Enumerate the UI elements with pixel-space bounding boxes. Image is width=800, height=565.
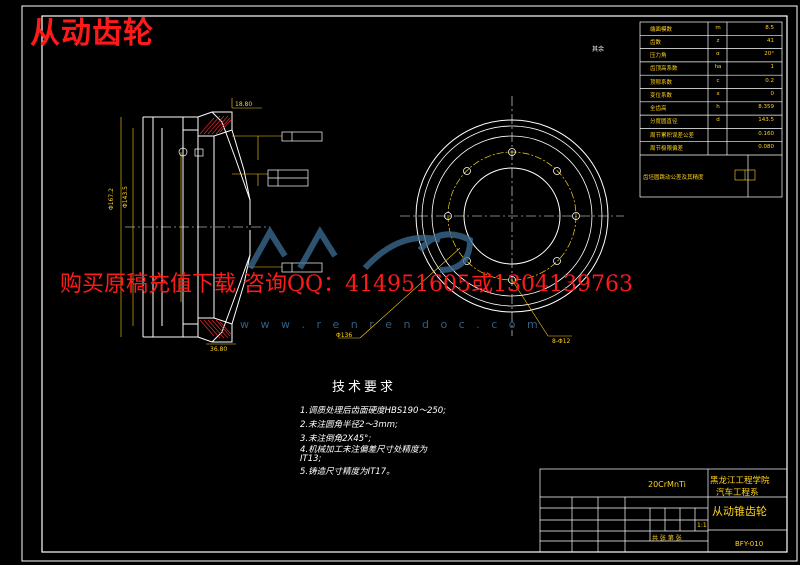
dim-bottom-label: 36.80 xyxy=(210,346,228,353)
part-name: 从动锥齿轮 xyxy=(712,505,767,518)
param-symbol: d xyxy=(716,117,720,123)
section-hatching xyxy=(199,115,232,339)
drawing-number: BFY-010 xyxy=(735,540,764,548)
sheet-inner-frame xyxy=(41,15,788,553)
dim-pd-label: Φ143.5 xyxy=(122,186,129,208)
param-name: 齿数 xyxy=(650,40,662,46)
purchase-ad-overlay: 购买原稿充值下载 咨询QQ：414951605或1304139763 xyxy=(60,272,634,297)
param-name: 变位系数 xyxy=(650,93,673,99)
tech-req-4: 4.机械加工未注偏差尺寸处精度为 xyxy=(300,445,428,455)
scale-label: 1:1 xyxy=(697,522,707,529)
runout-footer: 齿坯圆跳动公差及其精度 xyxy=(643,175,704,181)
param-value: 8.5 xyxy=(765,25,774,31)
title-block-frame xyxy=(539,468,788,553)
param-name: 顶隙系数 xyxy=(650,80,673,86)
holes-label: Φ136 xyxy=(336,332,353,339)
param-value: 0 xyxy=(770,91,775,97)
material-label: 20CrMnTi xyxy=(648,480,686,489)
front-view xyxy=(338,96,624,339)
dimension-lines xyxy=(120,98,282,345)
param-symbol: α xyxy=(716,51,720,57)
param-name: 齿顶高系数 xyxy=(650,66,678,72)
param-symbol: x xyxy=(716,91,720,97)
param-name: 周节累积误差公差 xyxy=(650,133,695,139)
pcd-label: 8-Φ12 xyxy=(552,338,571,345)
param-value: 0.160 xyxy=(758,131,774,137)
drawing-title-overlay: 从动齿轮 xyxy=(30,16,154,51)
param-value: 1 xyxy=(770,64,775,70)
param-name: 分度圆直径 xyxy=(650,119,678,125)
dim-top-label: 18.80 xyxy=(235,101,253,108)
watermark-url: w w w . r e n r e n d o c . c o m xyxy=(240,318,542,331)
param-symbol: c xyxy=(716,78,720,84)
params-table-frame xyxy=(639,21,783,198)
sheet-outer-border xyxy=(21,5,798,562)
param-name: 压力角 xyxy=(650,53,667,59)
param-symbol: h xyxy=(716,104,720,110)
param-symbol: m xyxy=(715,25,721,31)
param-symbol: ha xyxy=(714,64,722,70)
tech-req-5: 5.铸造尺寸精度为IT17。 xyxy=(300,467,395,477)
param-symbol: z xyxy=(716,38,720,44)
param-value: 41 xyxy=(767,38,774,44)
param-value: 0.080 xyxy=(758,144,774,150)
section-view xyxy=(125,111,270,343)
department-name: 汽车工程系 xyxy=(716,488,759,498)
school-name: 黑龙江工程学院 xyxy=(710,476,770,486)
runout-symbol xyxy=(734,169,756,181)
tech-req-3: 3.未注倒角2X45°; xyxy=(300,434,372,444)
dim-od-label: Φ167.2 xyxy=(108,188,115,210)
tech-requirements-title: 技术要求 xyxy=(332,380,397,395)
param-value: 143.5 xyxy=(758,117,774,123)
tech-req-4b: IT13; xyxy=(300,454,322,464)
param-name: 周节极限偏差 xyxy=(650,146,684,152)
tolerance-frames xyxy=(267,131,323,273)
param-value: 20° xyxy=(764,51,774,57)
param-value: 0.2 xyxy=(765,78,774,84)
roughness-other-label: 其余 xyxy=(592,46,605,53)
watermark-logo xyxy=(247,226,474,273)
tech-req-2: 2.未注圆角半径2～3mm; xyxy=(300,420,398,430)
sheet-info: 共 张 第 张 xyxy=(652,535,682,542)
tech-req-1: 1.调质处理后齿面硬度HBS190～250; xyxy=(300,406,447,416)
param-name: 全齿高 xyxy=(650,106,667,112)
param-value: 8.359 xyxy=(758,104,774,110)
param-name: 端面模数 xyxy=(650,27,673,33)
